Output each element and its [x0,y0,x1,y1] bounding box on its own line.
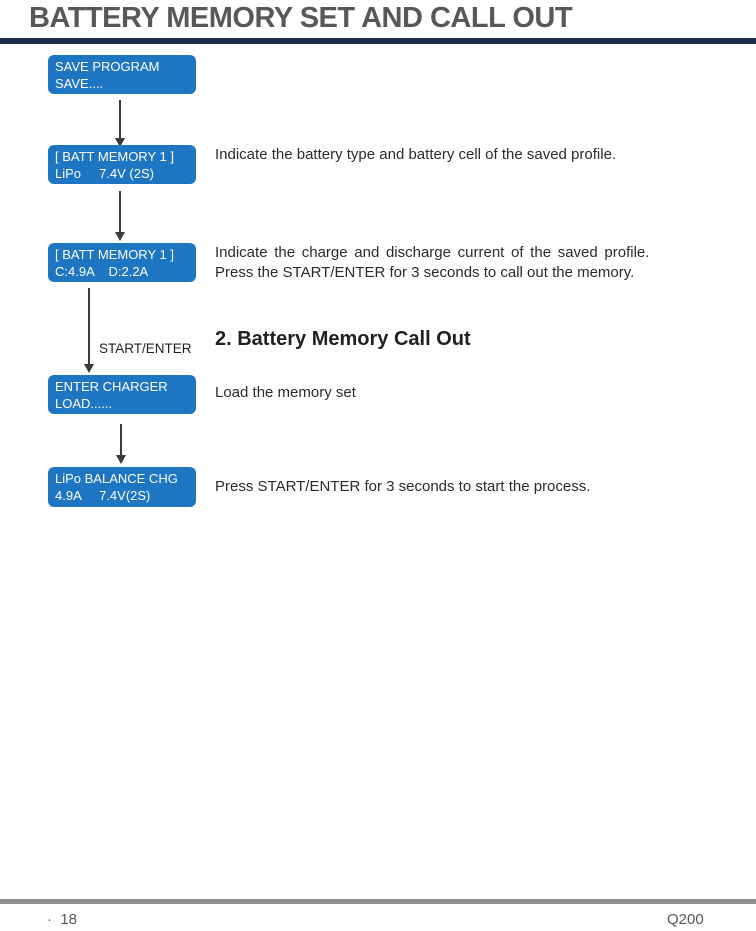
lcd-screen-save-program: SAVE PROGRAM SAVE.... [48,55,196,94]
arrow-label-line-1: START/ENTER [99,341,192,356]
lcd-screen-batt-memory-type: [ BATT MEMORY 1 ] LiPo 7.4V (2S) [48,145,196,184]
lcd-line-2: LiPo 7.4V (2S) [55,166,154,181]
lcd-line-2: C:4.9A D:2.2A [55,264,149,279]
note-line-1: Indicate the charge and discharge curren… [215,244,650,261]
flow-arrow-head-icon [116,455,126,464]
flow-arrow-line [120,424,122,455]
flow-arrow-head-icon [115,138,125,147]
footer-model-label: Q200 [667,911,704,928]
lcd-line-2: 4.9A 7.4V(2S) [55,488,151,503]
lcd-line-1: ENTER CHARGER [55,379,168,394]
flow-arrow-line [88,288,90,364]
note-start-process: Press START/ENTER for 3 seconds to start… [215,478,591,495]
flow-arrow-line [119,100,121,138]
note-line-2: Press the START/ENTER for 3 seconds to c… [215,264,635,281]
footer-page-number: · 18 [47,911,78,928]
note-load-memory: Load the memory set [215,384,356,401]
lcd-line-1: [ BATT MEMORY 1 ] [55,149,174,164]
lcd-screen-batt-memory-current: [ BATT MEMORY 1 ] C:4.9A D:2.2A [48,243,196,282]
lcd-line-1: SAVE PROGRAM [55,59,160,74]
flow-arrow-line [119,191,121,232]
flow-arrow-head-icon [84,364,94,373]
lcd-line-1: [ BATT MEMORY 1 ] [55,247,174,262]
section-heading-battery-memory-call-out: 2. Battery Memory Call Out [215,328,471,350]
lcd-line-2: LOAD...... [55,396,113,411]
header-divider [0,38,756,44]
flow-arrow-head-icon [115,232,125,241]
page-title: BATTERY MEMORY SET AND CALL OUT [29,2,573,34]
lcd-line-2: SAVE.... [55,76,104,91]
lcd-screen-enter-charger: ENTER CHARGER LOAD...... [48,375,196,414]
note-charge-discharge: Indicate the charge and discharge curren… [215,243,649,283]
lcd-screen-balance-charge: LiPo BALANCE CHG 4.9A 7.4V(2S) [48,467,196,507]
lcd-line-1: LiPo BALANCE CHG [55,471,178,486]
note-battery-type: Indicate the battery type and battery ce… [215,146,617,163]
footer-divider [0,899,756,904]
